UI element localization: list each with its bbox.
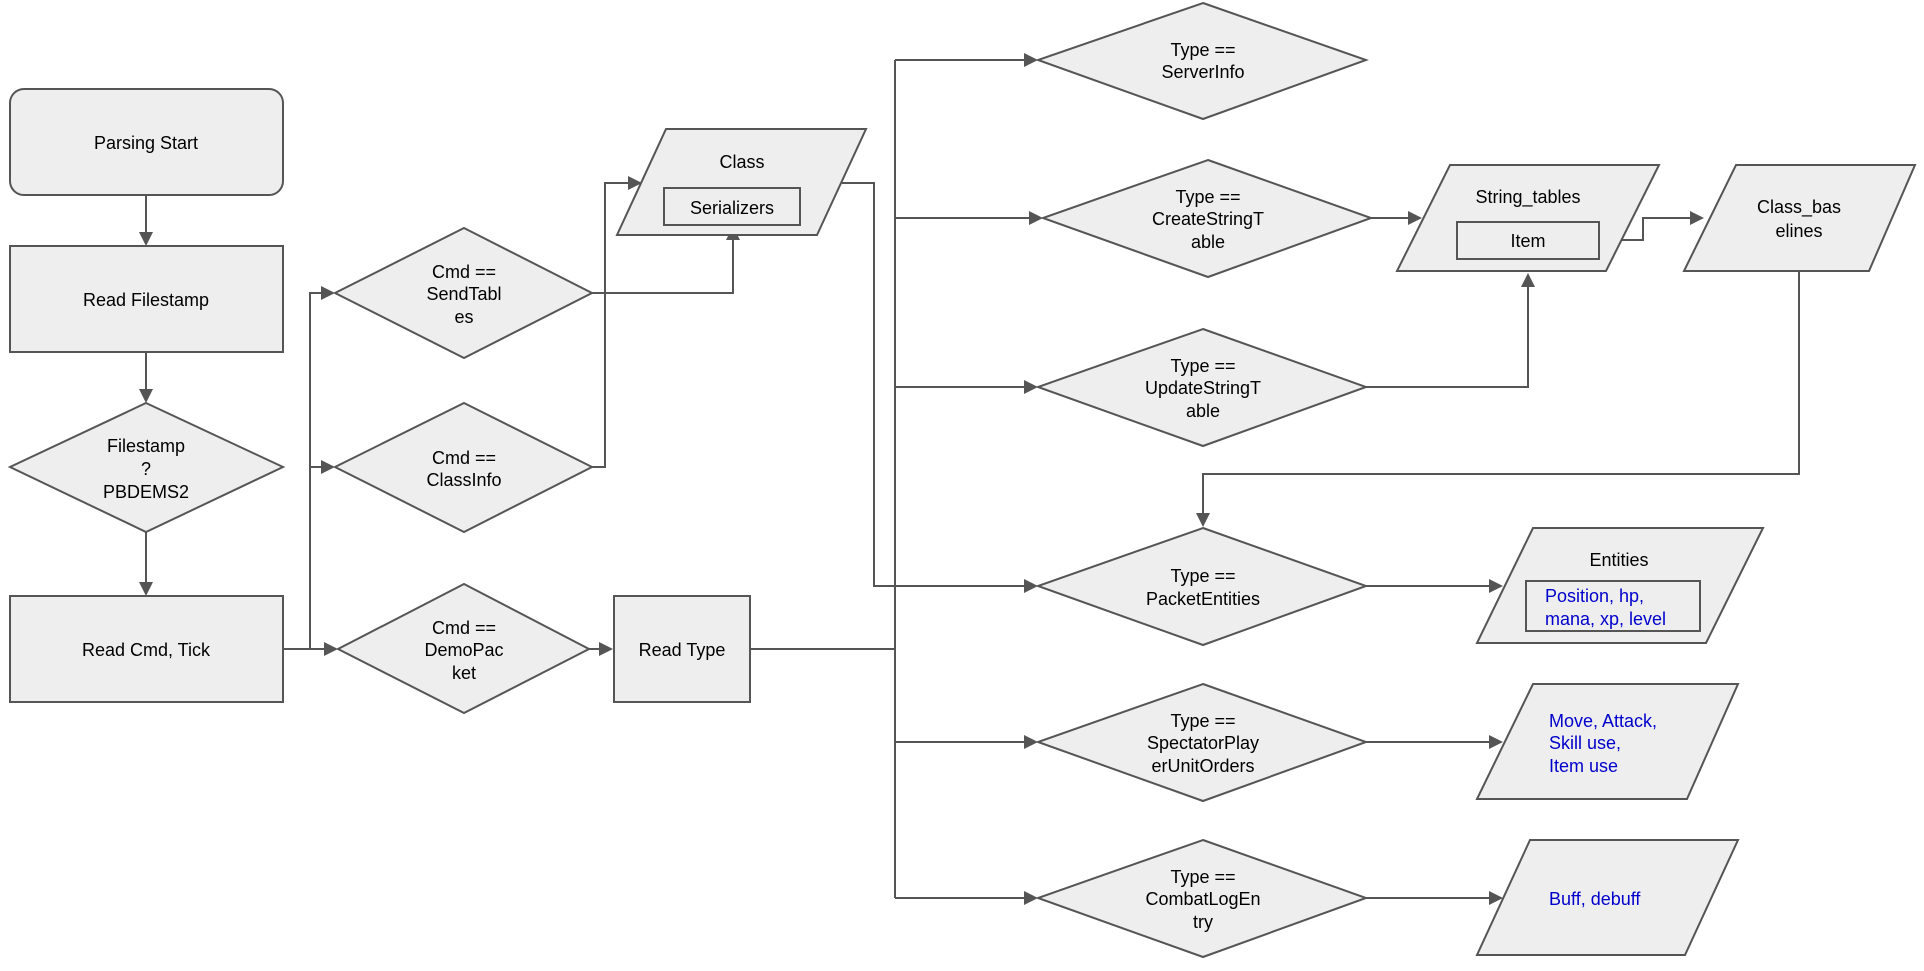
node-unit-orders[interactable]: Move, Attack, Skill use, Item use xyxy=(1475,683,1740,800)
node-type-createstringtable[interactable]: Type == CreateStringT able xyxy=(1040,158,1374,279)
node-label: CombatLogEn xyxy=(1145,889,1260,909)
arrowhead-icon xyxy=(1029,211,1043,225)
node-label: Type == xyxy=(1175,187,1240,207)
node-read-cmd-tick[interactable]: Read Cmd, Tick xyxy=(9,595,284,703)
edge-updatestringtable-to-item xyxy=(1366,285,1529,388)
node-label: able xyxy=(1191,232,1225,252)
arrowhead-icon xyxy=(1489,891,1503,905)
arrowhead-icon xyxy=(1196,513,1210,527)
node-label: Type == xyxy=(1170,711,1235,731)
edges xyxy=(139,53,1800,905)
node-label: Item xyxy=(1510,231,1545,251)
node-filestamp-check[interactable]: Filestamp ? PBDEMS2 xyxy=(7,401,286,534)
node-label: Skill use, xyxy=(1549,733,1621,753)
node-entities[interactable]: Entities Position, hp, mana, xp, level xyxy=(1475,527,1765,644)
arrowhead-icon xyxy=(1690,211,1704,225)
arrowhead-icon xyxy=(321,286,335,300)
node-label: DemoPac xyxy=(424,640,503,660)
node-label: mana, xp, level xyxy=(1545,609,1666,629)
node-label: Class xyxy=(719,152,764,172)
node-label: Cmd == xyxy=(432,262,496,282)
arrowhead-icon xyxy=(1489,735,1503,749)
arrowhead-icon xyxy=(139,389,153,403)
node-type-packetentities[interactable]: Type == PacketEntities xyxy=(1035,526,1369,647)
node-label: Read Type xyxy=(639,640,726,660)
arrowhead-icon xyxy=(324,642,338,656)
node-label: Type == xyxy=(1170,40,1235,60)
arrowhead-icon xyxy=(1024,53,1038,67)
node-label: Read Filestamp xyxy=(83,290,209,310)
node-label: able xyxy=(1186,401,1220,421)
node-cmd-sendtables[interactable]: Cmd == SendTabl es xyxy=(332,226,595,360)
node-label: ket xyxy=(452,663,476,683)
node-type-serverinfo[interactable]: Type == ServerInfo xyxy=(1034,1,1369,121)
node-label: Filestamp xyxy=(107,436,185,456)
node-label: Type == xyxy=(1170,566,1235,586)
arrowhead-icon xyxy=(1489,579,1503,593)
node-cmd-demopacket[interactable]: Cmd == DemoPac ket xyxy=(335,582,592,715)
arrowhead-icon xyxy=(1024,735,1038,749)
node-label: Position, hp, xyxy=(1545,586,1644,606)
node-label: String_tables xyxy=(1475,187,1580,208)
node-label: PBDEMS2 xyxy=(103,482,189,502)
node-label: Cmd == xyxy=(432,448,496,468)
node-label: PacketEntities xyxy=(1146,589,1260,609)
arrowhead-icon xyxy=(1024,891,1038,905)
node-type-combatlogentry[interactable]: Type == CombatLogEn try xyxy=(1035,838,1369,959)
arrowhead-icon xyxy=(599,642,613,656)
node-label: Item use xyxy=(1549,756,1618,776)
node-label: ServerInfo xyxy=(1161,62,1244,82)
node-label: SendTabl xyxy=(426,284,501,304)
node-label: SpectatorPlay xyxy=(1147,733,1259,753)
node-read-type[interactable]: Read Type xyxy=(613,595,751,703)
node-item[interactable] xyxy=(1456,221,1600,260)
node-string-tables[interactable]: String_tables Item xyxy=(1395,164,1661,272)
node-label: es xyxy=(454,307,473,327)
edge-read-cmd-to-sendtables xyxy=(283,292,323,650)
node-label: elines xyxy=(1775,221,1822,241)
arrowhead-icon xyxy=(1024,380,1038,394)
node-type-spectatorplayerunitorders[interactable]: Type == SpectatorPlay erUnitOrders xyxy=(1035,682,1369,803)
node-read-filestamp[interactable]: Read Filestamp xyxy=(9,245,284,353)
node-class[interactable]: Class Serializers xyxy=(615,128,868,236)
arrowhead-icon xyxy=(628,176,642,190)
arrowhead-icon xyxy=(139,582,153,596)
arrowhead-icon xyxy=(1024,579,1038,593)
edge-class-to-packetentities xyxy=(842,182,1026,587)
node-label: ? xyxy=(141,459,151,479)
node-label: Move, Attack, xyxy=(1549,711,1657,731)
node-label: Cmd == xyxy=(432,618,496,638)
node-combat-log[interactable]: Buff, debuff xyxy=(1475,839,1740,956)
node-label: try xyxy=(1193,912,1213,932)
arrowhead-icon xyxy=(1408,211,1422,225)
node-label: Serializers xyxy=(690,198,774,218)
node-entities-fields[interactable] xyxy=(1525,580,1701,632)
arrowhead-icon xyxy=(139,232,153,246)
node-type-updatestringtable[interactable]: Type == UpdateStringT able xyxy=(1035,327,1369,448)
node-label: Parsing Start xyxy=(94,133,198,153)
node-label: Read Cmd, Tick xyxy=(82,640,211,660)
node-label: UpdateStringT xyxy=(1145,378,1261,398)
edge-classinfo-to-class xyxy=(592,182,630,468)
node-cmd-classinfo[interactable]: Cmd == ClassInfo xyxy=(332,401,595,534)
node-label: Buff, debuff xyxy=(1549,889,1641,909)
node-parsing-start[interactable]: Parsing Start xyxy=(9,88,284,196)
node-label: Class_bas xyxy=(1757,197,1841,218)
arrowhead-icon xyxy=(321,460,335,474)
edge-classbaselines-to-packetentities xyxy=(1202,271,1800,515)
node-serializers[interactable] xyxy=(663,187,801,226)
arrowhead-icon xyxy=(1521,273,1535,287)
node-label: Entities xyxy=(1589,550,1648,570)
node-label: erUnitOrders xyxy=(1151,756,1254,776)
node-label: CreateStringT xyxy=(1152,209,1264,229)
edge-sendtables-to-serializers xyxy=(592,238,734,294)
node-class-baselines[interactable]: Class_bas elines xyxy=(1682,164,1917,272)
node-label: Type == xyxy=(1170,356,1235,376)
node-label: ClassInfo xyxy=(426,470,501,490)
node-label: Type == xyxy=(1170,867,1235,887)
